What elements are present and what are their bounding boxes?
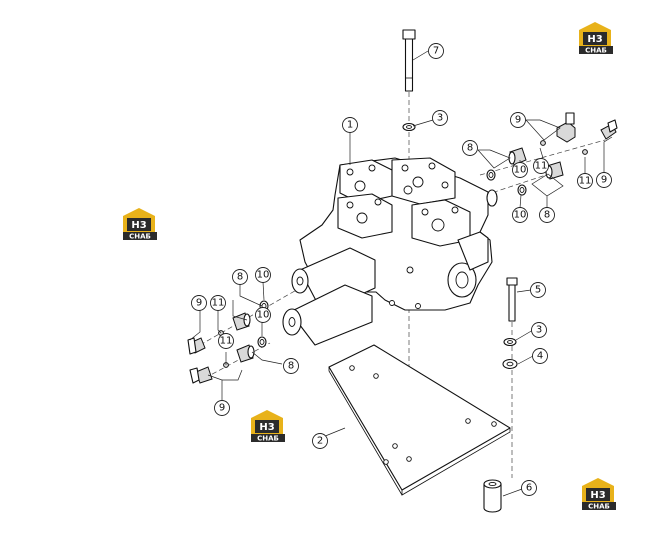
callout-10-right-top: 10 [512, 162, 528, 178]
svg-text:8: 8 [237, 272, 243, 283]
svg-text:9: 9 [219, 403, 225, 414]
callout-2: 2 [312, 433, 328, 449]
callout-6: 6 [521, 480, 537, 496]
callout-11-left-bottom: 11 [218, 333, 234, 349]
svg-text:10: 10 [257, 270, 270, 281]
washer-part-3-top [402, 122, 416, 132]
svg-text:H3: H3 [131, 220, 146, 231]
callout-8-left-top: 8 [232, 269, 248, 285]
svg-text:11: 11 [535, 161, 548, 172]
bolt-part-7 [402, 29, 416, 92]
svg-text:10: 10 [514, 210, 527, 221]
callout-8-right-top: 8 [462, 140, 478, 156]
svg-text:8: 8 [288, 361, 294, 372]
callout-11-right-top: 11 [533, 158, 549, 174]
svg-text:3: 3 [437, 113, 443, 124]
bolt-part-5 [506, 277, 518, 322]
fitting-group-left-bottom [189, 336, 267, 384]
callout-9-left-bottom: 9 [214, 400, 230, 416]
callout-11-left-top: 11 [210, 295, 226, 311]
svg-text:9: 9 [515, 115, 521, 126]
washer-part-4 [502, 358, 518, 370]
svg-text:10: 10 [514, 165, 527, 176]
svg-text:5: 5 [535, 285, 541, 296]
svg-text:10: 10 [257, 310, 270, 321]
fitting-group-right-top [486, 112, 576, 181]
svg-text:СНАБ: СНАБ [585, 47, 607, 55]
fitting-group-right-bottom [517, 119, 618, 196]
callout-1: 1 [342, 117, 358, 133]
callout-9-right-top: 9 [510, 112, 526, 128]
svg-text:1: 1 [347, 120, 353, 131]
svg-text:3: 3 [536, 325, 542, 336]
spacer-part-6 [483, 479, 502, 513]
callout-10-right-bottom: 10 [512, 207, 528, 223]
callout-9-right-bottom: 9 [596, 172, 612, 188]
svg-text:11: 11 [212, 298, 225, 309]
svg-text:СНАБ: СНАБ [129, 233, 151, 241]
svg-text:СНАБ: СНАБ [257, 435, 279, 443]
svg-text:11: 11 [579, 176, 592, 187]
svg-text:H3: H3 [590, 490, 605, 501]
svg-text:СНАБ: СНАБ [588, 503, 610, 511]
svg-text:8: 8 [544, 210, 550, 221]
svg-text:4: 4 [537, 351, 543, 362]
washer-part-3-right [503, 337, 517, 347]
callout-3-top: 3 [432, 110, 448, 126]
svg-text:9: 9 [601, 175, 607, 186]
callout-8-right-bottom: 8 [539, 207, 555, 223]
callout-10-left-bottom: 10 [255, 307, 271, 323]
callout-7: 7 [428, 43, 444, 59]
callout-8-left-bottom: 8 [283, 358, 299, 374]
watermark-logo: H3 СНАБ [582, 478, 616, 511]
svg-text:8: 8 [467, 143, 473, 154]
svg-text:6: 6 [526, 483, 532, 494]
svg-text:H3: H3 [259, 422, 274, 433]
callout-3-right: 3 [531, 322, 547, 338]
svg-text:11: 11 [220, 336, 233, 347]
callout-4: 4 [532, 348, 548, 364]
svg-text:2: 2 [317, 436, 323, 447]
callout-10-left-top: 10 [255, 267, 271, 283]
callout-5: 5 [530, 282, 546, 298]
mounting-plate-part-2 [328, 344, 511, 496]
svg-text:7: 7 [433, 46, 439, 57]
callout-11-right-bottom: 11 [577, 173, 593, 189]
svg-text:9: 9 [196, 298, 202, 309]
callout-9-left-top: 9 [191, 295, 207, 311]
watermark-logo: H3 СНАБ [123, 208, 157, 241]
watermark-logo: H3 СНАБ [579, 22, 613, 55]
leader-lines [189, 50, 613, 497]
svg-text:H3: H3 [587, 34, 602, 45]
valve-block-part-1 [282, 157, 498, 346]
watermark-logo: H3 СНАБ [251, 410, 285, 443]
